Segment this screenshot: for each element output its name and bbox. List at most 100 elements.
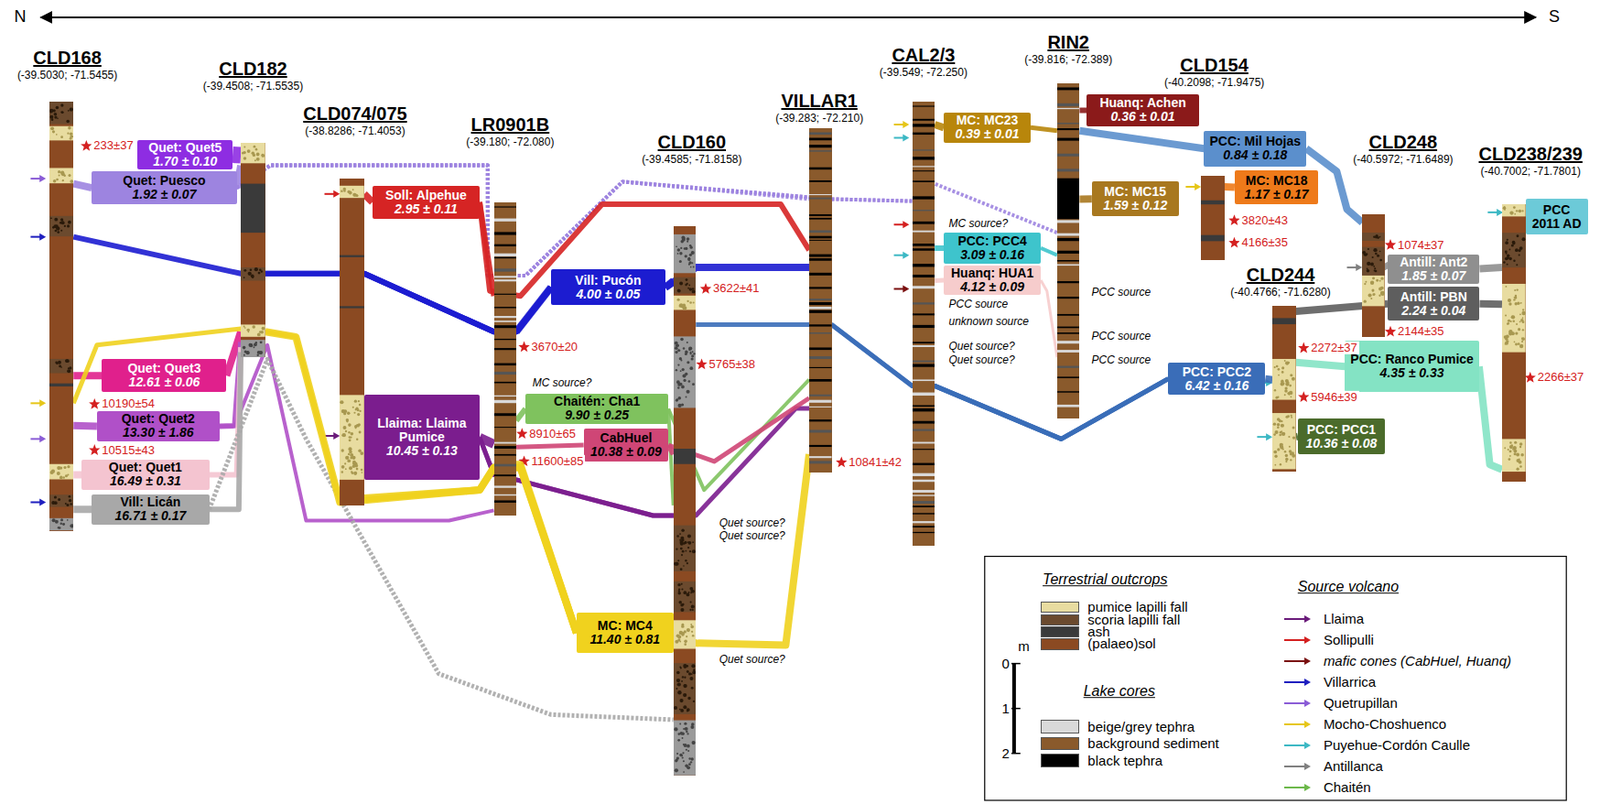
grain: [681, 538, 683, 541]
source-note: PCC source: [1090, 286, 1154, 299]
grain: [677, 638, 681, 642]
scale-tick: [1007, 707, 1020, 710]
tephra-layer: [494, 445, 518, 449]
grain: [687, 258, 691, 261]
grain: [1291, 377, 1296, 381]
radiocarbon-date: 10515±43: [99, 443, 157, 456]
tephra-layer: [49, 358, 75, 374]
section-coordinates: (-40.4766; -71.6280): [1189, 284, 1373, 300]
correlation-band: [665, 267, 810, 288]
legend-text: mafic cones (CabHuel, Huanq): [1323, 654, 1512, 668]
grain: [682, 378, 686, 382]
grain: [347, 422, 352, 427]
grain: [352, 461, 357, 465]
tephra-layer: [1057, 183, 1081, 186]
grain: [261, 153, 266, 158]
tephra-name: Llaima: Llaima Pumice: [367, 416, 476, 444]
tephra-label: PCC: Mil Hojas0.84 ± 0.18: [1203, 130, 1307, 167]
tephra-layer: [912, 171, 936, 173]
grain: [1509, 441, 1513, 444]
tephra-layer: [912, 345, 936, 347]
grain: [341, 409, 346, 413]
tephra-layer: [809, 145, 833, 149]
grain: [343, 189, 346, 193]
grain: [681, 529, 684, 532]
grain: [1372, 236, 1375, 238]
grain: [1521, 336, 1524, 339]
grain: [678, 357, 682, 361]
grain: [677, 738, 681, 742]
tephra-layer: [912, 521, 936, 524]
grain: [681, 306, 686, 311]
grain: [1514, 294, 1517, 297]
source-arrow-head: [902, 133, 909, 141]
grain: [249, 268, 253, 271]
grain: [1366, 268, 1369, 271]
legend-text: Mocho-Choshuenco: [1323, 717, 1447, 731]
grain: [679, 698, 683, 703]
tephra-layer: [912, 106, 936, 108]
tephra-layer: [912, 166, 936, 168]
grain: [1285, 378, 1289, 383]
grain: [357, 400, 360, 402]
grain: [1517, 248, 1521, 252]
date-star: [1297, 390, 1309, 402]
section-log: [240, 142, 266, 357]
grain: [1276, 418, 1281, 422]
grain: [688, 672, 692, 676]
grain: [682, 744, 685, 746]
grain: [677, 382, 682, 387]
tephra-layer: [809, 394, 833, 397]
tephra-layer: [673, 663, 697, 715]
source-arrow-shaft: [1284, 681, 1307, 683]
section-coordinates: (-39.816; -72.389): [976, 52, 1160, 67]
tephra-age: 1.59 ± 0.12: [1102, 198, 1168, 213]
grain: [680, 755, 682, 757]
grain: [61, 111, 64, 114]
grain: [685, 665, 689, 669]
grain: [1286, 390, 1288, 393]
grain: [1506, 258, 1509, 260]
date-star: [695, 358, 707, 370]
grain: [1289, 374, 1293, 378]
grain: [677, 403, 682, 408]
date-star: [1384, 325, 1396, 337]
section-log: [1272, 305, 1297, 472]
grain: [683, 643, 687, 647]
tephra-layer: [49, 216, 75, 237]
grain: [689, 550, 692, 552]
source-arrow-head: [1194, 183, 1201, 191]
grain: [686, 766, 691, 770]
section-name: CLD168: [0, 47, 160, 68]
section-column: CLD182(-39.4508; -71.5535): [161, 58, 345, 357]
grain: [1371, 297, 1373, 300]
grain: [348, 435, 352, 439]
grain: [1520, 318, 1524, 322]
grain: [691, 686, 694, 690]
tephra-layer: [912, 157, 936, 161]
grain: [682, 705, 687, 710]
source-arrow-head: [902, 220, 909, 228]
legend-text: Quetrupillan: [1323, 696, 1398, 710]
date-star: [1384, 238, 1396, 250]
tephra-name: MC: MC18: [1245, 173, 1309, 188]
tephra-layer: [809, 299, 833, 302]
correlation-band: [832, 324, 1169, 440]
tephra-layer: [494, 499, 518, 502]
direction-label: S: [1546, 8, 1562, 27]
correlation-band: [73, 505, 92, 513]
correlation-band: [232, 146, 241, 164]
grain: [677, 590, 680, 593]
tephra-layer: [912, 442, 936, 444]
grain: [681, 529, 684, 532]
grain: [1363, 253, 1367, 257]
tephra-layer: [494, 338, 518, 340]
grain: [1521, 209, 1524, 212]
grain: [681, 736, 683, 739]
tephra-age: 4.00 ± 0.05: [575, 287, 640, 302]
section-coordinates: (-40.2098; -71.9475): [1123, 75, 1307, 90]
grain: [1281, 367, 1285, 370]
grain: [1279, 433, 1283, 437]
tephra-layer: [912, 490, 936, 494]
radiocarbon-date: 2144±35: [1395, 324, 1447, 338]
